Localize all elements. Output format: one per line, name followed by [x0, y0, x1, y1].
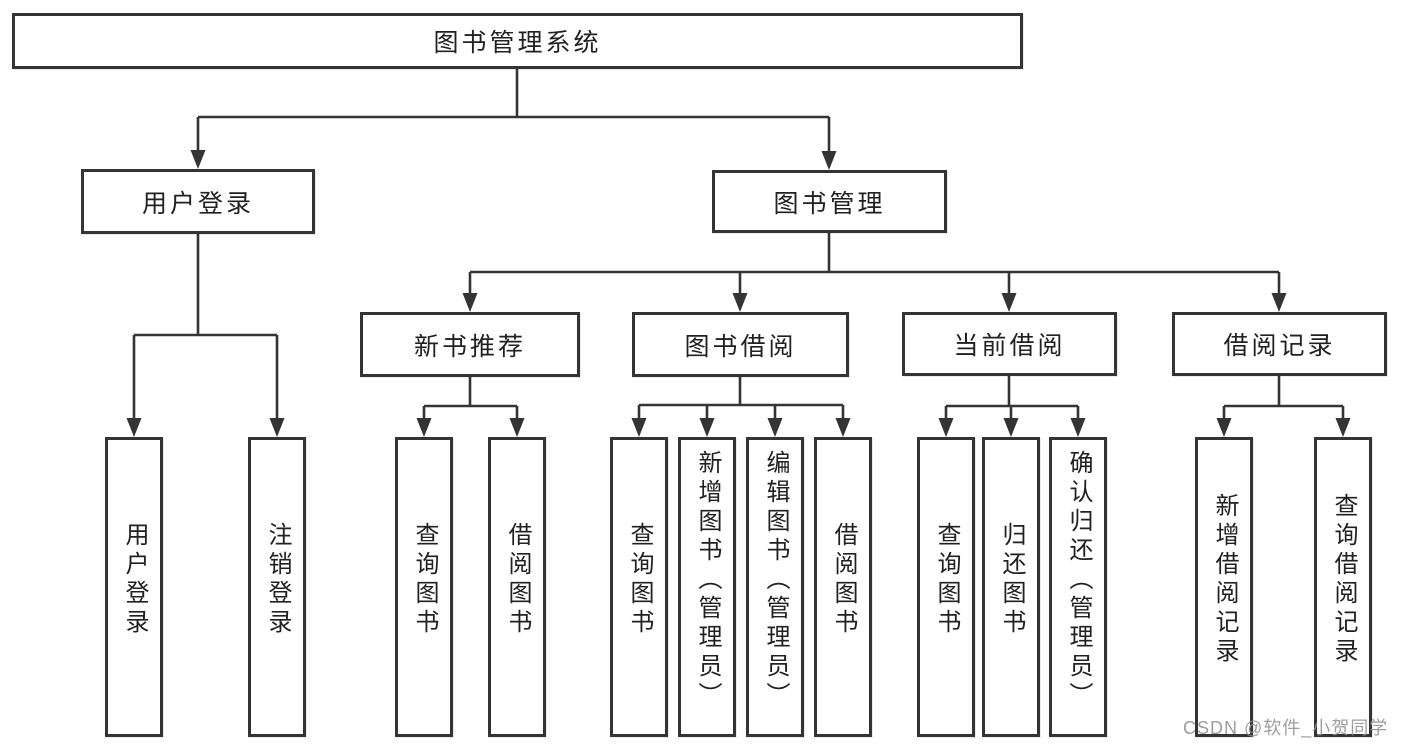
leaf-bb-query-books: 查询图书	[610, 437, 668, 737]
leaf-br-query-borrow-record: 查询借阅记录	[1314, 437, 1372, 737]
leaf-user-login: 用户登录	[105, 437, 163, 737]
leaf-bb-edit-books-admin: 编辑图书（管理员）	[746, 437, 804, 737]
connector-book-management-children	[462, 233, 1287, 312]
node-borrowing-records: 借阅记录	[1172, 312, 1387, 376]
connector-current-borrowing-children	[938, 376, 1086, 437]
node-new-book-recommendation: 新书推荐	[360, 312, 580, 377]
leaf-nbr-query-books: 查询图书	[395, 437, 453, 737]
node-library-management-system: 图书管理系统	[12, 13, 1023, 69]
node-book-borrowing: 图书借阅	[632, 312, 849, 377]
connector-root-to-level2	[190, 69, 837, 170]
connector-user-login-children	[126, 234, 285, 437]
leaf-cb-query-books: 查询图书	[917, 437, 975, 737]
node-book-management: 图书管理	[712, 170, 947, 233]
csdn-watermark: CSDN @软件_小贺同学	[1183, 718, 1389, 738]
connector-new-book-rec-children	[416, 377, 525, 437]
leaf-bb-add-books-admin: 新增图书（管理员）	[678, 437, 736, 737]
connector-borrowing-records-children	[1216, 376, 1351, 437]
leaf-nbr-borrow-books: 借阅图书	[488, 437, 546, 737]
leaf-br-add-borrow-record: 新增借阅记录	[1195, 437, 1253, 737]
leaf-cb-confirm-return-admin: 确认归还（管理员）	[1049, 437, 1107, 737]
leaf-cb-return-books: 归还图书	[982, 437, 1040, 737]
leaf-bb-borrow-books: 借阅图书	[814, 437, 872, 737]
leaf-logout-login: 注销登录	[248, 437, 306, 737]
node-current-borrowing: 当前借阅	[902, 312, 1117, 376]
node-user-login: 用户登录	[81, 169, 315, 234]
connector-book-borrowing-children	[631, 377, 851, 437]
